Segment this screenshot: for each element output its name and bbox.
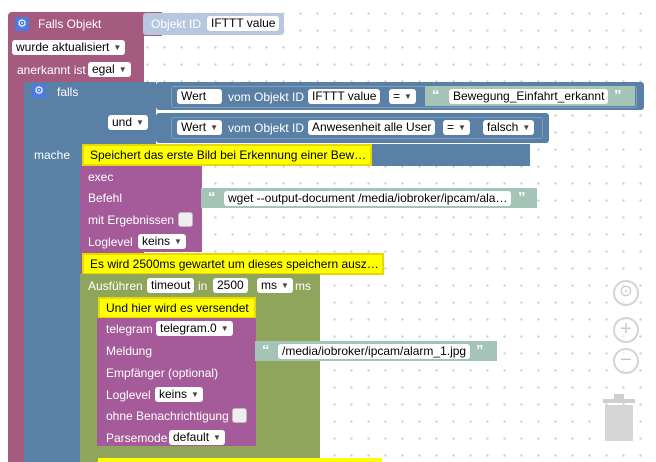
chevron-down-icon: ▼ [191,390,199,399]
cond1-from-label: vom Objekt ID [228,90,305,104]
exec-loglevel-dropdown[interactable]: keins▼ [138,234,186,249]
telegram-silent-label: ohne Benachrichtigung [106,409,229,423]
cond2-value: falsch [487,120,519,134]
trash-icon[interactable] [601,393,637,443]
trigger-title: Falls Objekt [38,17,102,31]
chevron-down-icon: ▼ [213,433,221,442]
cond1-op-dropdown[interactable]: =▼ [389,89,416,104]
quote-close-icon: ” [476,342,484,359]
gear-icon[interactable]: ⚙ [15,17,29,31]
quote-open-icon: “ [432,87,440,104]
cond2-object-field[interactable]: Anwesenheit alle User [308,120,436,135]
telegram-parsemode-value: default [173,430,210,444]
cond1-prop-dropdown[interactable]: Wert▼ [177,89,223,104]
chevron-down-icon: ▼ [174,237,182,246]
if-label: falls [57,85,79,99]
telegram-label: telegram [106,322,153,336]
telegram-message-label: Meldung [106,344,153,358]
chevron-down-icon: ▼ [118,65,127,74]
comment-3[interactable]: Und hier wird es versendet [98,297,256,319]
telegram-instance-value: telegram.0 [160,321,217,335]
chevron-down-icon: ▼ [210,92,219,101]
telegram-loglevel-dropdown[interactable]: keins▼ [155,387,203,402]
cond1-op-value: = [393,89,401,103]
logic-op-dropdown[interactable]: und▼ [108,115,148,130]
ack-dropdown[interactable]: egal▼ [88,62,131,77]
quote-close-icon: ” [518,189,526,206]
timeout-unit-label: ms [295,279,311,293]
object-id-field[interactable]: IFTTT value [207,16,280,31]
cond1-object-field[interactable]: IFTTT value [308,89,381,104]
timeout-value-field[interactable]: 2500 [213,278,248,293]
timeout-in-label: in [198,279,208,293]
logic-op-value: und [112,115,133,129]
object-id-label: Objekt ID [151,17,202,31]
chevron-down-icon: ▼ [522,123,531,132]
timeout-unit-value: ms [261,278,277,292]
gear-icon[interactable]: ⚙ [32,84,46,98]
exec-command-label: Befehl [88,191,123,205]
chevron-down-icon: ▼ [210,123,219,132]
telegram-silent-checkbox[interactable] [232,408,247,423]
trigger-mode-dropdown[interactable]: wurde aktualisiert▼ [12,40,126,55]
exec-title: exec [88,170,114,184]
telegram-block[interactable] [97,318,256,446]
quote-close-icon: ” [614,87,622,104]
telegram-loglevel-value: keins [159,387,188,401]
chevron-down-icon: ▼ [220,324,229,333]
cond2-value-dropdown[interactable]: falsch▼ [483,120,535,135]
if-block-column[interactable] [24,82,81,462]
cond2-op-dropdown[interactable]: =▼ [443,120,470,135]
quote-open-icon: “ [208,189,216,206]
cond2-prop-dropdown[interactable]: Wert▼ [177,120,223,135]
exec-loglevel-label: Loglevel [88,235,133,249]
cond1-prop-value: Wert [181,89,207,103]
chevron-down-icon: ▼ [113,43,122,52]
timeout-label: Ausführen [88,279,143,293]
zoom-out-icon[interactable]: − [613,348,639,374]
quote-open-icon: “ [262,342,270,359]
exec-results-checkbox[interactable] [178,212,193,227]
telegram-parsemode-dropdown[interactable]: default▼ [169,430,225,445]
next-comment-block[interactable] [98,458,382,462]
cond2-from-label: vom Objekt ID [228,121,305,135]
do-label: mache [34,148,71,162]
cond2-prop-value: Wert [181,120,207,134]
trigger-mode-label: wurde aktualisiert [16,40,110,54]
exec-loglevel-value: keins [142,234,171,248]
ack-label: anerkannt ist [17,63,86,77]
telegram-recipient-label: Empfänger (optional) [106,366,219,380]
telegram-instance-dropdown[interactable]: telegram.0▼ [156,321,233,336]
ack-value: egal [92,62,115,76]
cond2-op-value: = [447,120,455,134]
timeout-name-field[interactable]: timeout [147,278,195,293]
center-icon[interactable]: ⊙ [613,280,639,306]
exec-results-label: mit Ergebnissen [88,213,175,227]
chevron-down-icon: ▼ [281,281,289,290]
telegram-loglevel-label: Loglevel [106,388,151,402]
comment-1[interactable]: Speichert das erste Bild bei Erkennung e… [82,144,372,166]
chevron-down-icon: ▼ [136,118,144,127]
cond1-value-field[interactable]: Bewegung_Einfahrt_erkannt [449,89,609,104]
telegram-message-field[interactable]: /media/iobroker/ipcam/alarm_1.jpg [278,344,471,359]
chevron-down-icon: ▼ [458,123,466,132]
zoom-in-icon[interactable]: + [613,317,639,343]
telegram-parsemode-label: Parsemode [106,431,168,445]
chevron-down-icon: ▼ [404,92,412,101]
exec-command-field[interactable]: wget --output-document /media/iobroker/i… [224,191,512,206]
comment-2[interactable]: Es wird 2500ms gewartet um dieses speich… [82,253,384,275]
if-block-header [80,82,156,144]
timeout-unit-dropdown[interactable]: ms ▼ [257,278,293,293]
